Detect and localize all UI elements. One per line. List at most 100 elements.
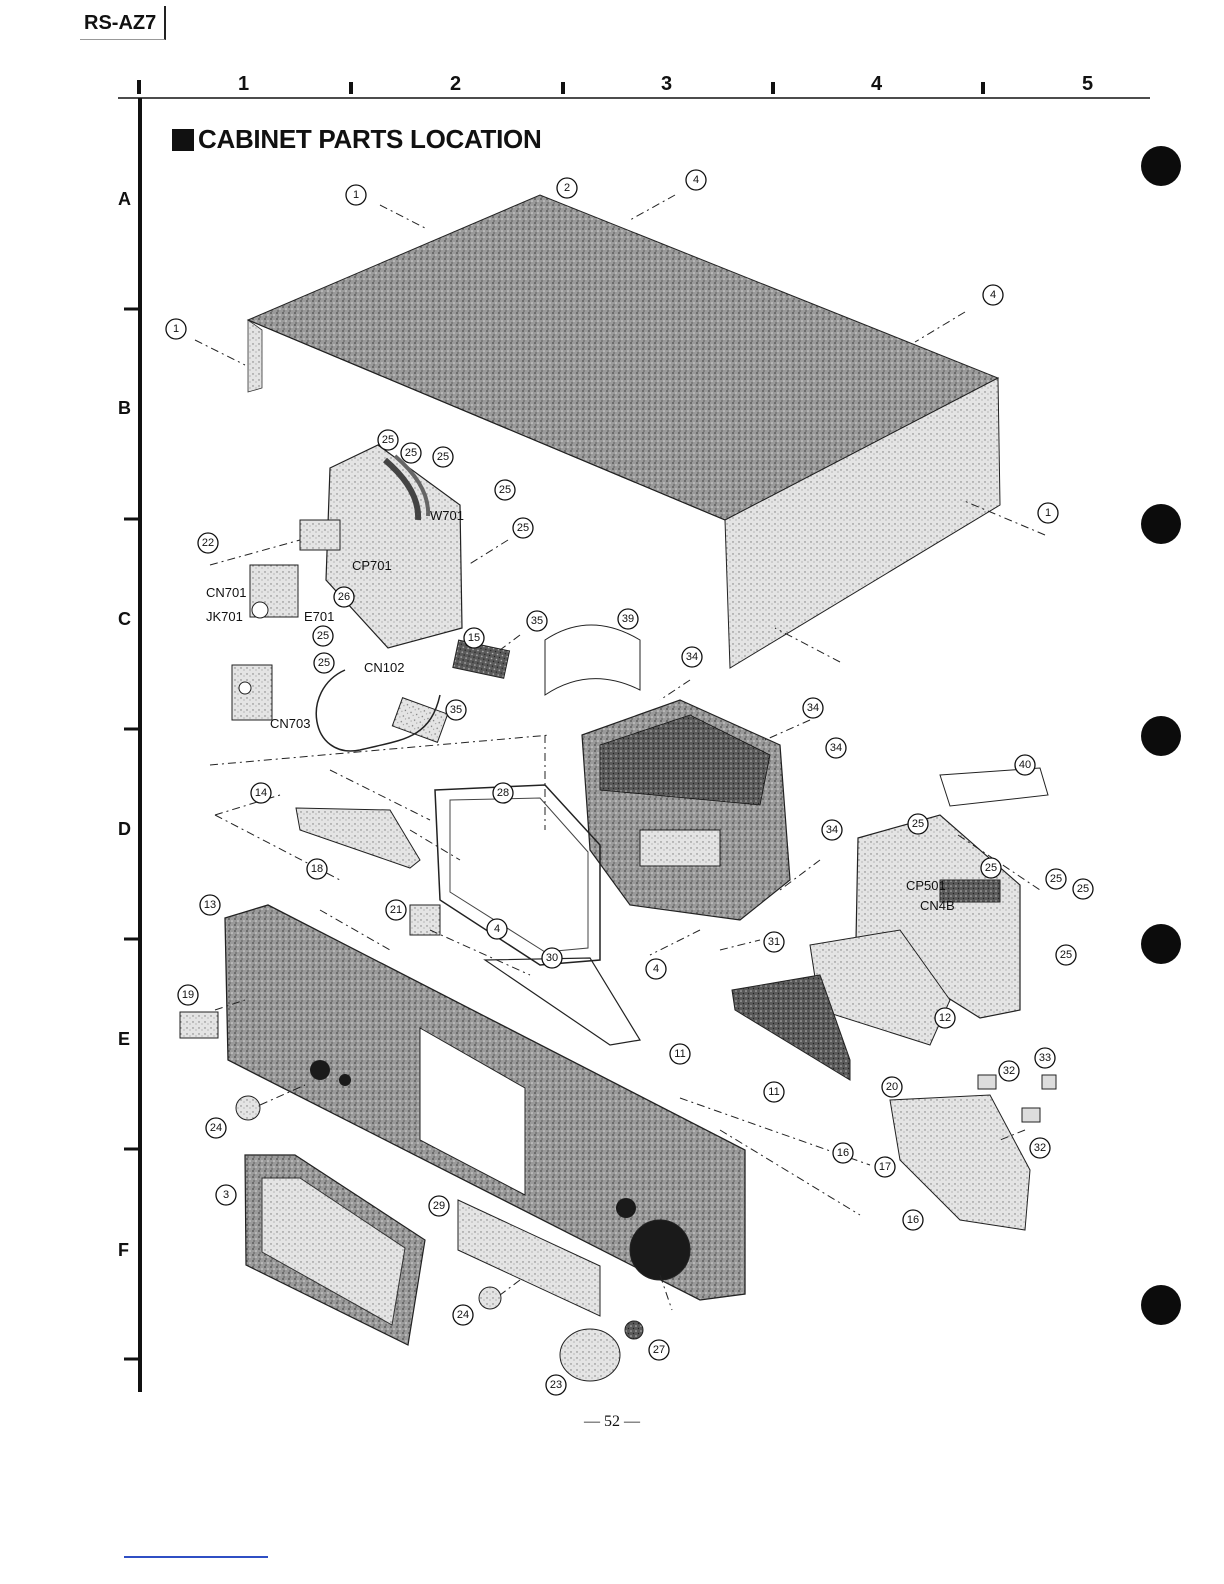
connector-label-w701: W701 [430, 508, 464, 523]
callout-number: 2 [564, 182, 570, 194]
part-callout: 33 [1035, 1048, 1055, 1068]
part-callout: 32 [999, 1061, 1019, 1081]
callout-number: 35 [531, 615, 543, 627]
callout-number: 11 [768, 1086, 779, 1098]
callout-number: 4 [494, 923, 500, 935]
part-callout: 4 [646, 959, 666, 979]
part-callout: 25 [1046, 869, 1066, 889]
part-callout: 13 [200, 895, 220, 915]
part-callout: 24 [206, 1118, 226, 1138]
part-callout: 12 [935, 1008, 955, 1028]
callout-number: 21 [390, 904, 402, 916]
part-callout: 32 [1030, 1138, 1050, 1158]
callout-number: 34 [826, 824, 838, 836]
callout-number: 39 [622, 613, 634, 625]
part-callout: 25 [314, 653, 334, 673]
callout-number: 25 [1050, 873, 1062, 885]
part-callout: 3 [216, 1185, 236, 1205]
callout-number: 29 [433, 1200, 445, 1212]
part-callout: 2 [557, 178, 577, 198]
part-callout: 1 [1038, 503, 1058, 523]
part-callout: 17 [875, 1157, 895, 1177]
callout-number: 25 [517, 522, 529, 534]
scan-link-bar [124, 1556, 268, 1558]
callout-number: 24 [210, 1122, 222, 1134]
part-callout: 40 [1015, 755, 1035, 775]
callout-number: 24 [457, 1309, 469, 1321]
callout-number: 32 [1003, 1065, 1015, 1077]
part-callout: 23 [546, 1375, 566, 1395]
part-callout: 14 [251, 783, 271, 803]
callout-number: 25 [318, 657, 330, 669]
callout-number: 40 [1019, 759, 1031, 771]
callout-number: 11 [674, 1048, 685, 1060]
part-callout: 25 [1073, 879, 1093, 899]
callout-number: 34 [830, 742, 842, 754]
part-callout: 35 [527, 611, 547, 631]
callout-number: 28 [497, 787, 509, 799]
callout-number: 25 [437, 451, 449, 463]
connector-label-cp501: CP501 [906, 878, 946, 893]
callout-number: 30 [546, 952, 558, 964]
callout-number: 4 [653, 963, 659, 975]
callout-number: 3 [223, 1189, 229, 1201]
part-callout: 16 [833, 1143, 853, 1163]
connector-label-e701: E701 [304, 609, 334, 624]
part-callout: 24 [453, 1305, 473, 1325]
part-callout: 19 [178, 985, 198, 1005]
callout-number: 19 [182, 989, 194, 1001]
part-callout: 22 [198, 533, 218, 553]
part-callout: 1 [166, 319, 186, 339]
callout-number: 17 [879, 1161, 891, 1173]
part-callout: 25 [908, 814, 928, 834]
callout-number: 12 [939, 1012, 951, 1024]
callout-number: 25 [912, 818, 924, 830]
cassette-mechanism-part [545, 625, 790, 920]
part-callout: 1 [346, 185, 366, 205]
callout-number: 34 [807, 702, 819, 714]
part-callout: 29 [429, 1196, 449, 1216]
part-callout: 31 [764, 932, 784, 952]
connector-label-cn703: CN703 [270, 716, 310, 731]
connector-label-cn102: CN102 [364, 660, 404, 675]
callout-number: 25 [317, 630, 329, 642]
callout-number: 4 [693, 174, 699, 186]
part-callout: 27 [649, 1340, 669, 1360]
part-callout: 34 [822, 820, 842, 840]
part-callout: 25 [433, 447, 453, 467]
callout-number: 32 [1034, 1142, 1046, 1154]
callout-number: 25 [985, 862, 997, 874]
callout-number: 25 [1060, 949, 1072, 961]
part-callout: 25 [513, 518, 533, 538]
callout-number: 34 [686, 651, 698, 663]
callout-number: 22 [202, 537, 214, 549]
part-callout: 18 [307, 859, 327, 879]
callout-number: 1 [1045, 507, 1051, 519]
part-callout: 35 [446, 700, 466, 720]
part-callout: 20 [882, 1077, 902, 1097]
part-callout: 25 [378, 430, 398, 450]
part-callout: 25 [1056, 945, 1076, 965]
part-callout: 4 [983, 285, 1003, 305]
part-callout: 16 [903, 1210, 923, 1230]
part-callout: 39 [618, 609, 638, 629]
callout-number: 25 [382, 434, 394, 446]
connector-label-jk701: JK701 [206, 609, 243, 624]
part-callout: 25 [401, 443, 421, 463]
cassette-door-part [245, 1155, 425, 1345]
callout-number: 1 [353, 189, 359, 201]
jack-pcb-part [232, 445, 510, 751]
connector-label-cn701: CN701 [206, 585, 246, 600]
part-callout: 28 [493, 783, 513, 803]
callout-number: 33 [1039, 1052, 1051, 1064]
callout-number: 25 [405, 447, 417, 459]
callout-number: 26 [338, 591, 350, 603]
part-callout: 21 [386, 900, 406, 920]
cassette-holder-part [435, 785, 600, 965]
callout-number: 13 [204, 899, 216, 911]
callout-number: 35 [450, 704, 462, 716]
callout-number: 18 [311, 863, 323, 875]
callout-number: 25 [1077, 883, 1089, 895]
callout-number: 23 [550, 1379, 562, 1391]
